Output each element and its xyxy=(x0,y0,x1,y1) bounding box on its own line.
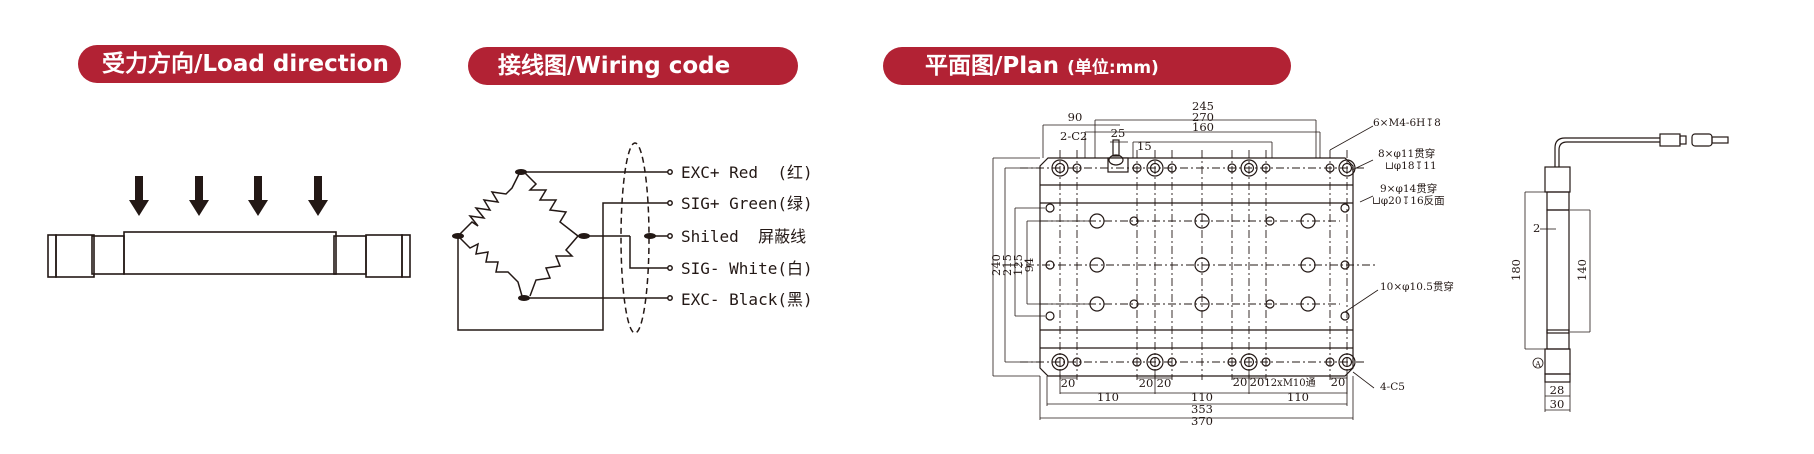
note-8x-phi11: 8×φ11贯穿 xyxy=(1378,147,1435,160)
wire-label-shield: Shiled 屏蔽线 xyxy=(681,227,806,246)
dim-28: 28 xyxy=(1550,383,1565,397)
wiring-code-header: 接线图/Wiring code xyxy=(468,47,798,85)
dim-20: 20 xyxy=(1157,376,1172,390)
note-9x-phi14: 9×φ14贯穿 xyxy=(1380,182,1437,195)
wire-label-exc-minus: EXC- Black(黑) xyxy=(681,290,813,309)
plan-header: 平面图/Plan (单位:mm) xyxy=(883,47,1291,85)
load-cell-body xyxy=(47,231,411,278)
datum-mark: A xyxy=(1534,360,1541,369)
dim-110: 110 xyxy=(1191,390,1213,404)
wire-labels: EXC+ Red (红) SIG+ Green(绿) Shiled 屏蔽线 SI… xyxy=(681,163,813,309)
wiring-diagram xyxy=(452,142,673,334)
wire-label-sig-minus: SIG- White(白) xyxy=(681,259,813,278)
load-direction-header: 受力方向/Load direction xyxy=(78,45,401,83)
wire-label-sig-plus: SIG+ Green(绿) xyxy=(681,194,813,213)
plate-outline xyxy=(1039,157,1354,377)
note-m4-thread: 6×M4-6H↧8 xyxy=(1373,117,1441,129)
plan-unit: (单位:mm) xyxy=(1067,58,1159,78)
connector-icon xyxy=(1659,133,1729,147)
dim-15: 15 xyxy=(1137,139,1152,153)
dim-30: 30 xyxy=(1550,397,1565,411)
dim-215: 215 xyxy=(1000,254,1014,276)
plan-title: 平面图/Plan xyxy=(925,53,1060,79)
plan-drawing xyxy=(992,119,1379,420)
dim-2: 2 xyxy=(1533,221,1540,235)
dim-20: 20 xyxy=(1233,375,1248,389)
dim-353: 353 xyxy=(1191,402,1213,416)
dim-94: 94 xyxy=(1022,258,1036,273)
down-arrow-icon xyxy=(129,176,328,216)
cable-gland-icon xyxy=(1108,139,1124,166)
resistor-icon xyxy=(529,235,579,297)
dim-245: 245 xyxy=(1192,99,1214,113)
dim-160: 160 xyxy=(1192,120,1214,134)
dim-270: 270 xyxy=(1192,110,1214,124)
chamfer-2-c2: 2-C2 xyxy=(1060,129,1087,143)
dim-240: 240 xyxy=(989,254,1003,276)
wire-label-exc-plus: EXC+ Red (红) xyxy=(681,163,813,182)
dim-125: 125 xyxy=(1011,254,1025,276)
dim-90: 90 xyxy=(1068,110,1083,124)
dim-25: 25 xyxy=(1111,126,1126,140)
load-direction-title: 受力方向/Load direction xyxy=(102,51,389,77)
dim-370: 370 xyxy=(1191,414,1213,428)
note-counterbore-18: ⊔φ18↧11 xyxy=(1385,160,1437,172)
plan-dimension-labels: 245 270 160 90 25 15 2-C2 240 215 125 94… xyxy=(989,99,1454,428)
thread-note: 12xM10通 xyxy=(1264,377,1315,389)
note-10x-phi10-5: 10×φ10.5贯穿 xyxy=(1380,280,1454,293)
dim-20: 20 xyxy=(1061,376,1076,390)
dim-140: 140 xyxy=(1575,259,1589,281)
dim-110: 110 xyxy=(1287,390,1309,404)
wiring-code-title: 接线图/Wiring code xyxy=(498,53,731,79)
dim-180: 180 xyxy=(1509,259,1523,281)
dim-110: 110 xyxy=(1097,390,1119,404)
side-view-drawing xyxy=(1524,133,1729,412)
resistor-icon xyxy=(457,235,523,297)
dim-20: 20 xyxy=(1250,375,1265,389)
dim-20: 20 xyxy=(1139,376,1154,390)
load-direction-diagram xyxy=(47,176,411,278)
resistor-icon xyxy=(523,171,579,237)
note-counterbore-20: ⊔φ20↧16反面 xyxy=(1372,195,1445,207)
dim-20: 20 xyxy=(1331,375,1346,389)
note-4-c5: 4-C5 xyxy=(1380,381,1405,393)
resistor-icon xyxy=(457,171,521,237)
side-view-labels: 180 140 2 28 30 A xyxy=(1509,221,1589,411)
cable-icon xyxy=(1554,137,1660,167)
